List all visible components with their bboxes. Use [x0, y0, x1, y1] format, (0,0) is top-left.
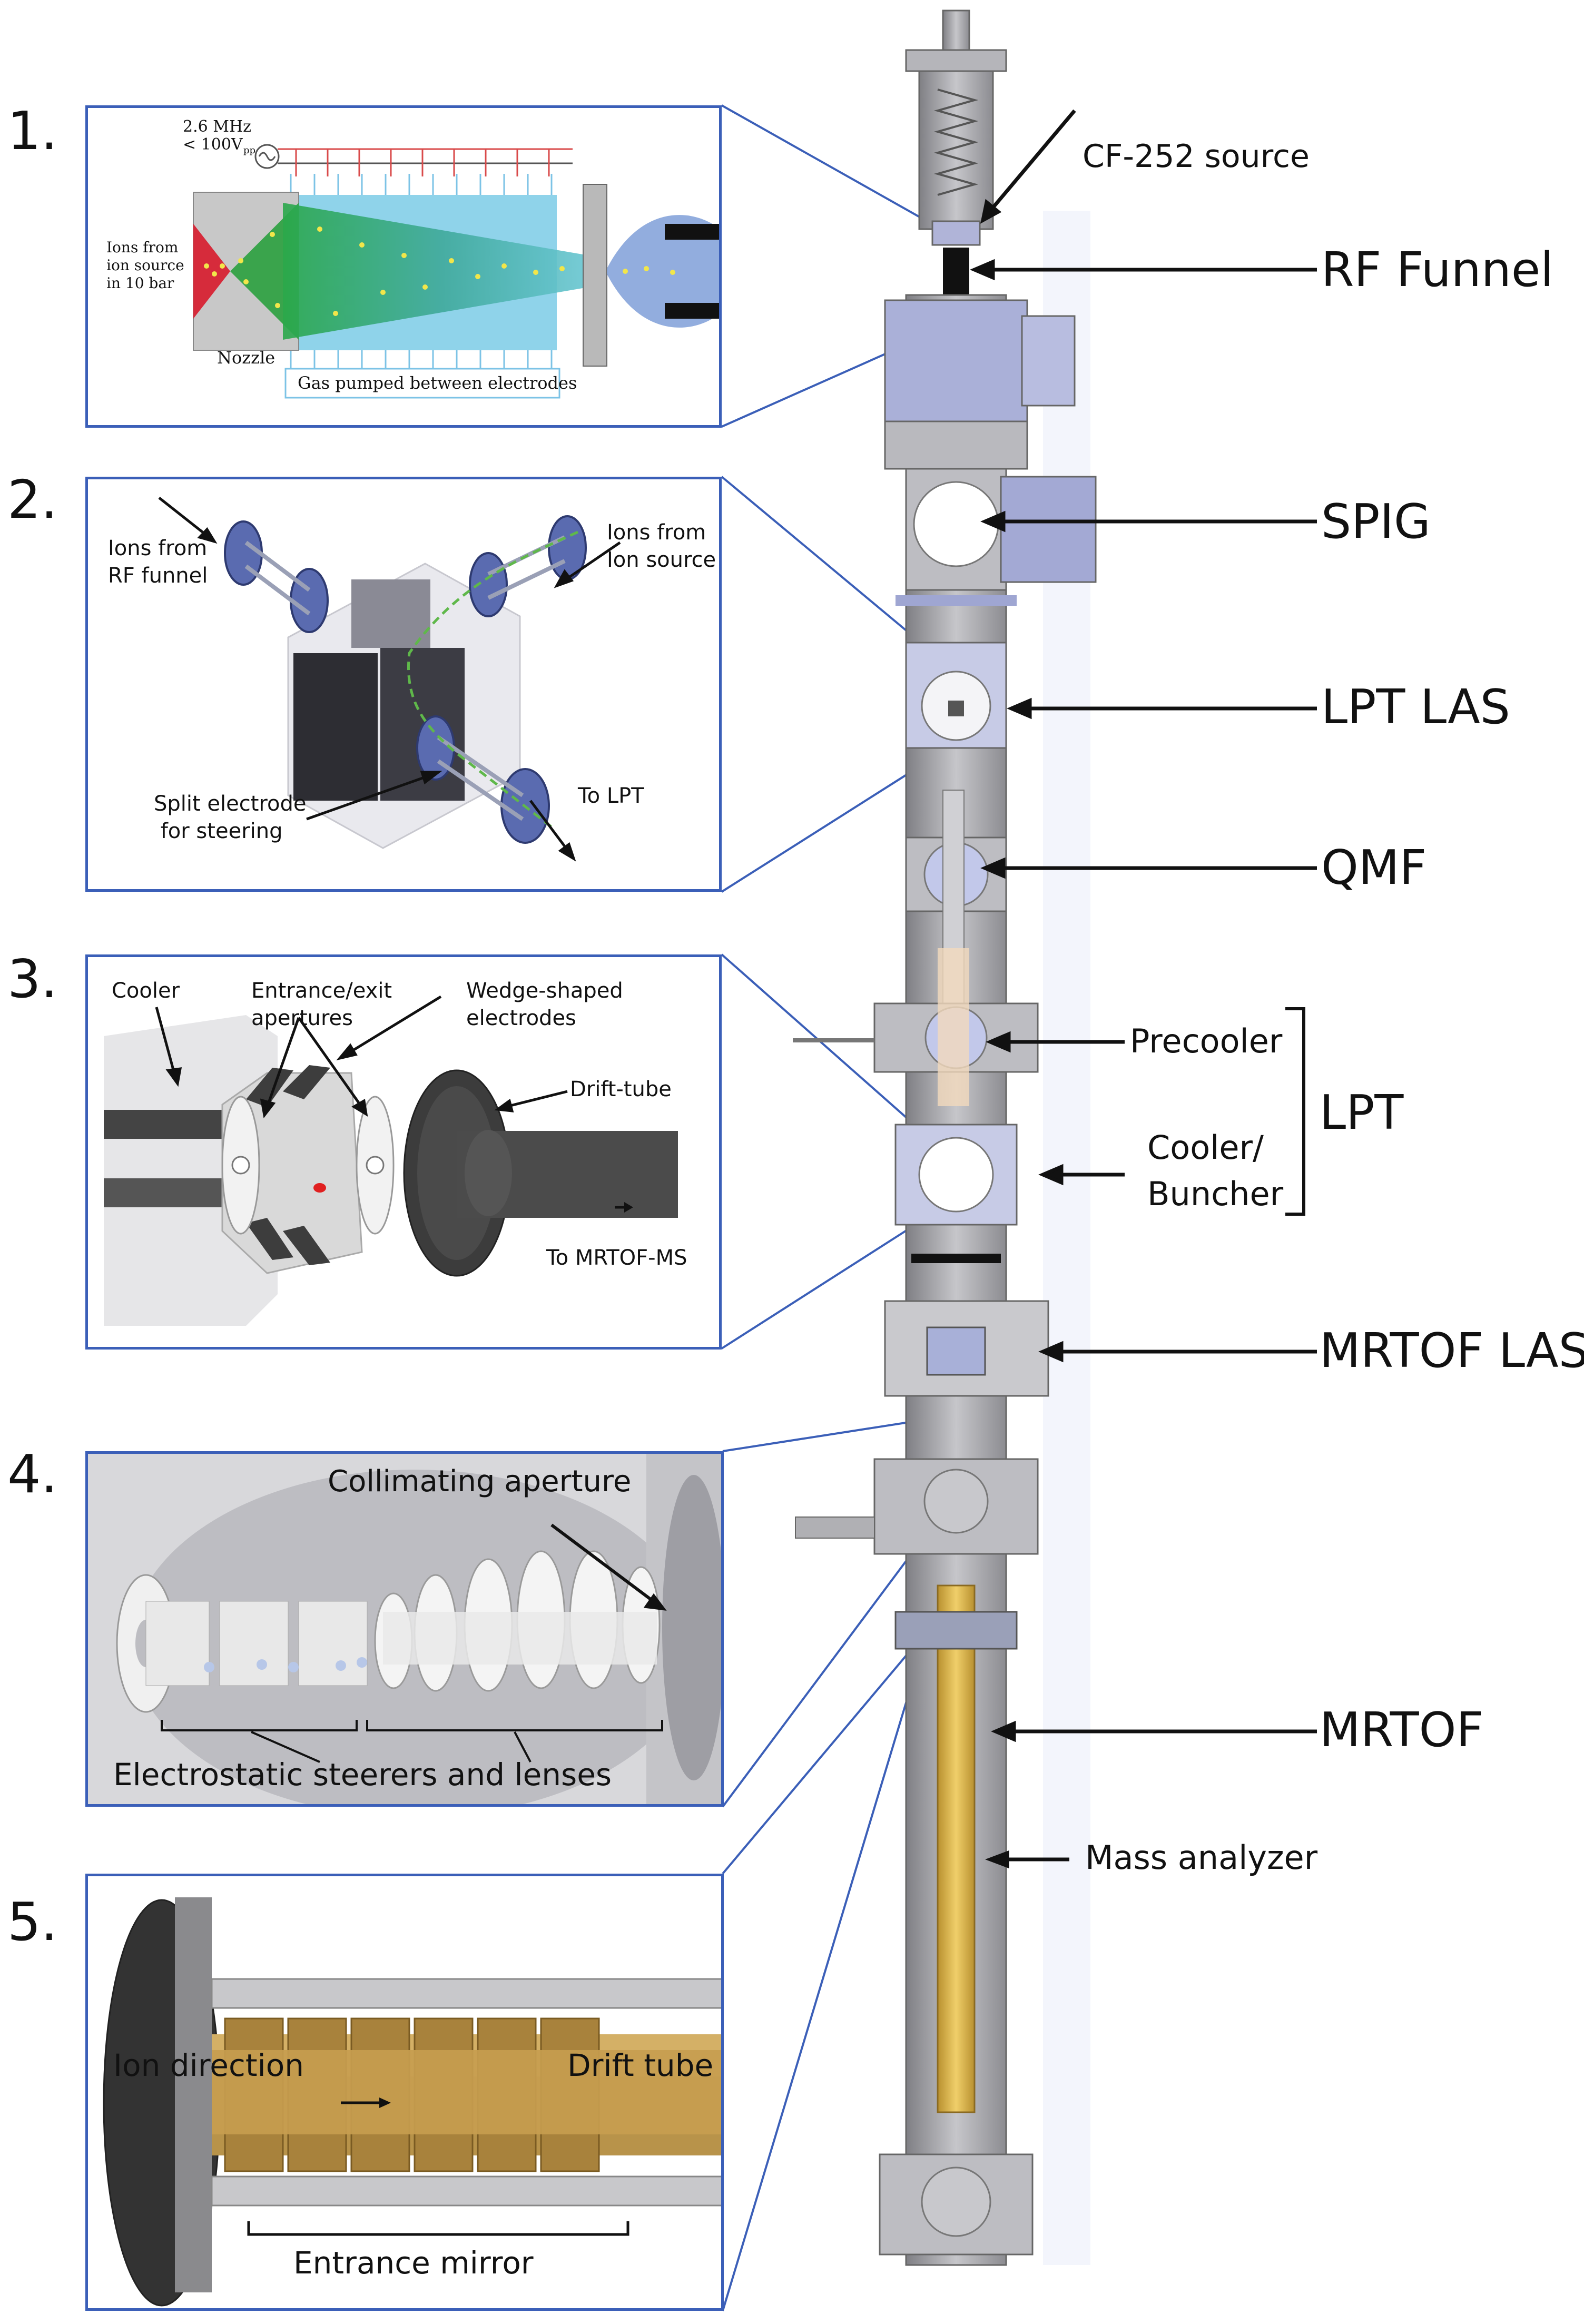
spig-label: SPIG — [1321, 494, 1431, 549]
panel-number-4: 4. — [7, 1443, 58, 1505]
ions-from-source-label: Ions from ion source in 10 bar — [106, 239, 184, 292]
mass-analyzer-label: Mass analyzer — [1085, 1838, 1318, 1877]
panel-spig: Ions from RF funnel Ions from Ion source… — [85, 477, 722, 892]
electrostatic-steerers-label: Electrostatic steerers and lenses — [113, 1757, 612, 1793]
mrtof-las-label: MRTOF LAS — [1320, 1323, 1584, 1378]
panel-number-1: 1. — [7, 100, 58, 162]
entrance-mirror-render — [103, 1897, 721, 2307]
mrtof-label: MRTOF — [1320, 1702, 1484, 1758]
cooler-buncher-label: Cooler/ Buncher — [1147, 1128, 1284, 1213]
rf-amplitude-subscript: pp — [243, 145, 256, 156]
collimating-aperture-label: Collimating aperture — [328, 1464, 632, 1499]
lpt-render — [104, 995, 678, 1326]
entrance-mirror-label: Entrance mirror — [293, 2245, 534, 2281]
to-mrtof-ms-label: To MRTOF-MS — [546, 1246, 687, 1270]
ions-from-rf-funnel-label: Ions from RF funnel — [108, 536, 208, 588]
cooler-label: Cooler — [112, 979, 180, 1003]
panel-number-5: 5. — [7, 1891, 58, 1953]
panel-mrtof-entrance: Ion direction Drift tube Entrance mirror — [85, 1874, 724, 2311]
cf-252-source-label: CF-252 source — [1083, 138, 1310, 175]
las-cross-render — [158, 497, 621, 862]
drift-tube-label: Drift-tube — [570, 1077, 672, 1101]
split-electrode-label: Split electrode for steering — [154, 792, 307, 843]
lpt-label: LPT — [1320, 1085, 1404, 1140]
nozzle-label: Nozzle — [217, 348, 276, 368]
apertures-label: Entrance/exit apertures — [251, 979, 392, 1030]
mrtof-optics-render — [88, 1454, 721, 1804]
ions-from-ion-source-label: Ions from Ion source — [607, 520, 716, 572]
rf-funnel-label: RF Funnel — [1321, 242, 1554, 298]
wedge-electrodes-label: Wedge-shaped electrodes — [466, 979, 623, 1030]
precooler-label: Precooler — [1130, 1022, 1283, 1060]
gas-pumped-label: Gas pumped between electrodes — [298, 373, 577, 393]
panel-number-2: 2. — [7, 469, 58, 530]
rf-amplitude-label: < 100V — [183, 135, 243, 154]
rf-funnel-schematic — [193, 144, 719, 399]
ion-direction-label: Ion direction — [113, 2047, 304, 2083]
rf-frequency-label: 2.6 MHz — [183, 117, 251, 136]
lpt-las-label: LPT LAS — [1321, 680, 1510, 735]
to-lpt-label: To LPT — [578, 784, 644, 808]
qmf-label: QMF — [1321, 840, 1427, 895]
panel-mrtof-optics: Collimating aperture Electrostatic steer… — [85, 1451, 724, 1807]
panel-rf-funnel: 2.6 MHz < 100V pp Ions from ion source i… — [85, 105, 722, 428]
drift-tube-label: Drift tube — [567, 2047, 714, 2083]
panel-number-3: 3. — [7, 948, 58, 1010]
panel-lpt: Cooler Entrance/exit apertures Wedge-sha… — [85, 954, 722, 1350]
